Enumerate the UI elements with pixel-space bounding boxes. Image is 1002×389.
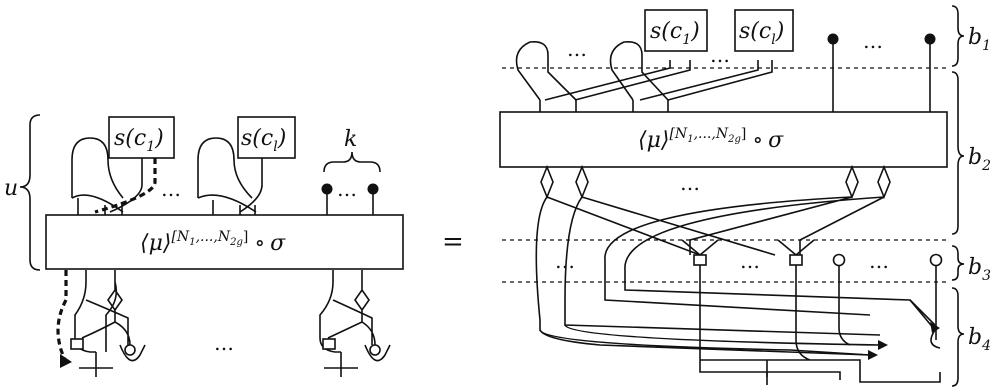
b3-wedge-2 [777, 239, 815, 257]
right-scl-label: s(cl) [739, 19, 784, 48]
b3-wedge-1 [681, 239, 719, 257]
right-wire-sclb [667, 60, 773, 101]
right-pin-1 [827, 33, 839, 45]
dots-right-below-box: … [680, 171, 700, 195]
dots-b3-3: … [869, 249, 889, 273]
b4-label: b4 [968, 325, 991, 354]
cap-loop-1 [71, 137, 124, 199]
left-diagram: u s(c1) s(cl) … k … [4, 114, 404, 377]
left-box-label: ⟨μ⟩[N1,...,N2g]∘σ [140, 229, 286, 256]
left-main-box [45, 214, 404, 270]
b1-label: b1 [968, 25, 991, 54]
right-arrow-wires [539, 299, 936, 356]
node-circle-1 [124, 344, 136, 356]
diamond-4 [877, 164, 891, 200]
dots-bottom-left: … [214, 331, 234, 355]
right-stubs-top [539, 100, 669, 112]
b4-base [699, 360, 841, 385]
bottom-wires-1 [74, 270, 146, 377]
b3-label: b3 [968, 255, 991, 284]
diamond-2 [575, 164, 589, 200]
diamond-1 [540, 164, 554, 200]
sc1-box [108, 116, 175, 159]
equals-sign: = [442, 227, 464, 257]
right-wire-scl [639, 60, 759, 101]
right-scl-box [734, 9, 794, 52]
dots-b3-2: … [740, 249, 760, 273]
u-label: u [4, 176, 18, 201]
dots-right-top-2: … [710, 43, 730, 67]
dashed-arrowhead [60, 354, 72, 368]
brace-b3 [951, 245, 965, 281]
right-loop-1 [515, 40, 577, 101]
b3-box-2 [789, 254, 803, 266]
right-box-label: ⟨μ⟩[N1,...,N2g]∘σ [638, 126, 784, 153]
scl-label: s(cl) [241, 126, 286, 155]
dots-right-top-1: … [567, 37, 587, 61]
dashed-path-bottom [56, 270, 68, 363]
b3-circle-2 [929, 253, 943, 267]
dots-k: … [337, 177, 357, 201]
node-circle-2 [369, 344, 381, 356]
pin-left [321, 183, 333, 195]
cup-box-1 [70, 338, 84, 350]
cross-wire-2 [197, 194, 257, 213]
brace-b1 [951, 5, 965, 67]
right-diagram: b1 b2 b3 b4 s(c1) s(cl) … … … [499, 5, 991, 387]
right-crosswires [535, 196, 936, 356]
right-pin-2 [924, 33, 936, 45]
diamond-3 [845, 164, 859, 200]
b4-wires [699, 265, 941, 383]
cup-box-2 [322, 338, 336, 350]
right-wire-sc1 [544, 60, 671, 101]
dashed-path-top [94, 158, 157, 214]
bottom-wires-2 [319, 270, 391, 377]
dots-b3-1: … [555, 249, 575, 273]
b2-label: b2 [968, 145, 991, 174]
cap-loop-2 [197, 137, 253, 199]
right-wire-sc1b [574, 60, 691, 101]
wire-scl [239, 158, 263, 213]
wire-sc1 [109, 158, 143, 213]
dots-top-left: … [161, 177, 181, 201]
right-loop-2 [609, 40, 669, 101]
u-brace [19, 114, 41, 271]
k-brace [323, 151, 381, 173]
dots-right-top-3: … [863, 29, 883, 53]
k-label: k [344, 127, 357, 152]
right-main-box [499, 111, 948, 168]
b3-box-1 [693, 254, 707, 266]
right-sc1-label: s(c1) [650, 19, 700, 48]
scl-box [237, 116, 296, 159]
brace-b2 [951, 71, 965, 235]
pin-right [367, 183, 379, 195]
sc1-label: s(c1) [114, 126, 164, 155]
right-sc1-box [644, 9, 708, 52]
brace-b4 [951, 287, 965, 387]
b3-circle-1 [832, 253, 846, 267]
